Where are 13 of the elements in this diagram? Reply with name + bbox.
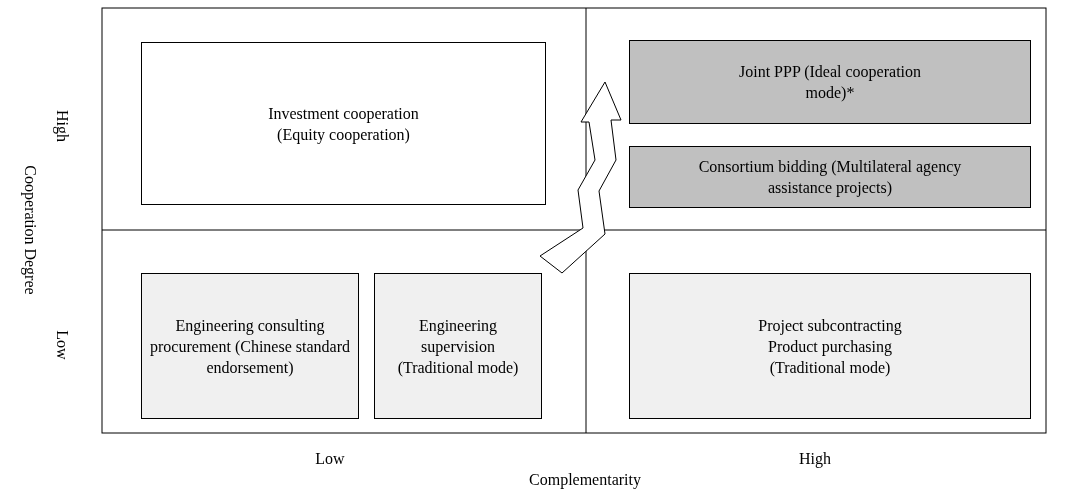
quadrant-box: Project subcontracting Product purchasing (Traditional mode): [629, 273, 1031, 419]
quadrant-box: Engineering consulting procurement (Chinese standard endorsement): [141, 273, 359, 419]
quadrant-box: Joint PPP (Ideal cooperation mode)*: [629, 40, 1031, 124]
axis-value: High: [799, 450, 831, 468]
axis-value: Low: [315, 450, 345, 468]
quadrant-box: Engineering supervision (Traditional mode): [374, 273, 542, 419]
axis-value: Low: [53, 330, 71, 360]
axis-value: High: [53, 110, 71, 142]
axis-title: Cooperation Degree: [21, 165, 39, 295]
quadrant-box: Consortium bidding (Multilateral agency assistance projects): [629, 146, 1031, 208]
quadrant-box: Investment cooperation (Equity cooperation): [141, 42, 546, 205]
axis-title: Complementarity: [529, 471, 641, 489]
block-arrow: [539, 81, 622, 274]
